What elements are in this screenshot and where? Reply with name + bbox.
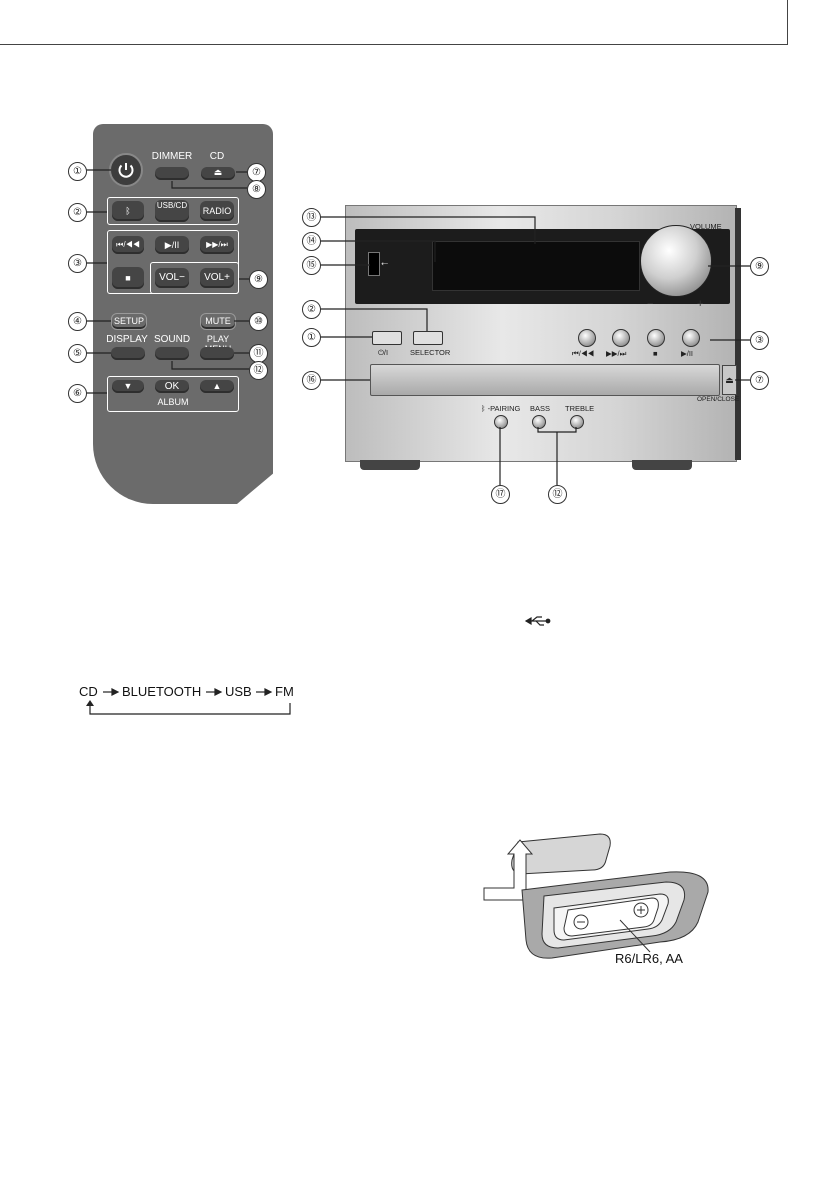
callout-15: ⑮	[302, 256, 321, 275]
callout-5: ⑤	[68, 344, 87, 363]
callout-12: ⑫	[249, 361, 268, 380]
callout-1: ①	[68, 162, 87, 181]
source-cd: CD	[79, 684, 98, 699]
callout-13: ⑬	[302, 208, 321, 227]
callout-17: ⑰	[491, 485, 510, 504]
callout-3: ③	[68, 254, 87, 273]
callout-2-unit: ②	[302, 300, 321, 319]
callout-8: ⑧	[247, 180, 266, 199]
callout-3-unit: ③	[750, 331, 769, 350]
battery-type-label: R6/LR6, AA	[615, 951, 683, 966]
callout-4: ④	[68, 312, 87, 331]
callout-9-unit: ⑨	[750, 257, 769, 276]
callout-14: ⑭	[302, 232, 321, 251]
callout-7-unit: ⑦	[750, 371, 769, 390]
source-fm: FM	[275, 684, 294, 699]
source-bluetooth: BLUETOOTH	[122, 684, 201, 699]
callout-12-unit: ⑫	[548, 485, 567, 504]
source-usb: USB	[225, 684, 252, 699]
callout-10: ⑩	[249, 312, 268, 331]
callout-2: ②	[68, 203, 87, 222]
callout-16: ⑯	[302, 371, 321, 390]
callout-6: ⑥	[68, 384, 87, 403]
callout-9: ⑨	[249, 270, 268, 289]
callout-1-unit: ①	[302, 328, 321, 347]
